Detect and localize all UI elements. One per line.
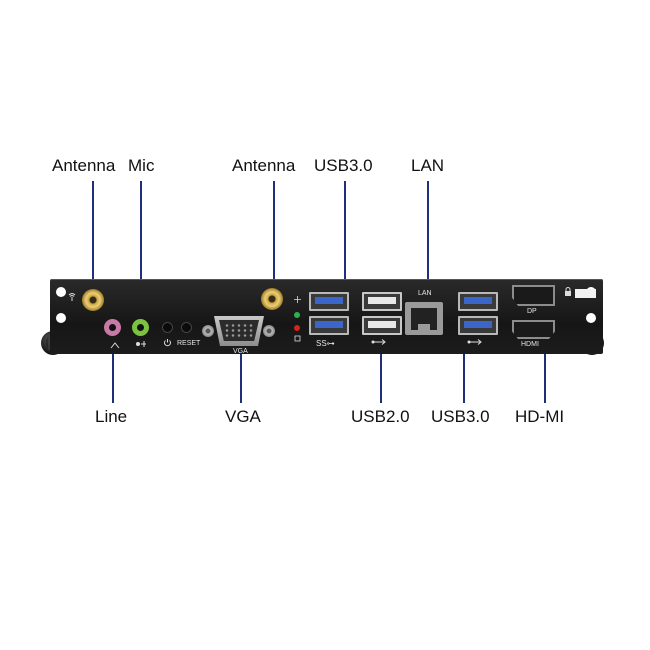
status-led-red xyxy=(294,325,300,331)
label-antenna-left: Antenna xyxy=(52,156,116,175)
usb20-port-bottom xyxy=(362,316,402,335)
power-icon xyxy=(163,338,172,349)
callout-line-hdmi xyxy=(544,337,546,403)
ss-usb-label: SS⊶ xyxy=(316,339,335,348)
dp-label: DP xyxy=(527,308,537,315)
hdd-led-icon xyxy=(294,296,301,305)
label-hdmi: HD-MI xyxy=(515,407,565,426)
vga-port-label: VGA xyxy=(233,348,248,355)
usb-icon xyxy=(371,338,387,348)
reset-button[interactable] xyxy=(181,322,192,333)
kensington-slot xyxy=(575,289,596,298)
callout-line-usb20 xyxy=(380,336,382,403)
mic-icon xyxy=(135,340,147,350)
antenna-connector-left xyxy=(82,289,104,311)
usb20-port-top xyxy=(362,292,402,311)
callout-line-mic xyxy=(140,181,142,321)
vga-screw-right xyxy=(263,325,275,337)
vga-screw-left xyxy=(202,325,214,337)
usb30-port-left-top xyxy=(309,292,349,311)
usb-icon-right xyxy=(467,338,483,348)
headphone-icon xyxy=(110,341,120,351)
vga-port xyxy=(200,316,275,346)
hdmi-port-label: HDMI xyxy=(521,341,539,348)
usb30-port-right-bottom xyxy=(458,316,498,335)
io-panel: RESET VGA SS⊶ LAN DP HDMI xyxy=(50,279,603,355)
hdmi-port xyxy=(512,320,555,339)
storage-icon xyxy=(294,335,301,344)
displayport-port xyxy=(512,285,555,306)
label-lan: LAN xyxy=(411,156,445,175)
callout-line-lan xyxy=(427,181,429,301)
callout-line-line xyxy=(112,335,114,403)
callout-line-antenna-left xyxy=(92,181,94,285)
callout-line-usb30-bottom xyxy=(463,336,465,403)
mount-hole-left-top xyxy=(56,287,66,297)
label-line: Line xyxy=(95,407,128,426)
wifi-icon xyxy=(67,292,77,304)
label-usb20: USB2.0 xyxy=(351,407,410,426)
mic-jack xyxy=(132,319,149,336)
power-button[interactable] xyxy=(162,322,173,333)
callout-line-vga xyxy=(240,346,242,403)
label-usb30-top: USB3.0 xyxy=(314,156,373,175)
line-jack xyxy=(104,319,121,336)
lan-port-label: LAN xyxy=(418,290,432,297)
label-antenna-right: Antenna xyxy=(232,156,296,175)
reset-label: RESET xyxy=(177,340,201,347)
status-led-green xyxy=(294,312,300,318)
label-mic: Mic xyxy=(128,156,155,175)
label-vga: VGA xyxy=(225,407,261,426)
usb30-port-left-bottom xyxy=(309,316,349,335)
usb30-port-right-top xyxy=(458,292,498,311)
lock-icon xyxy=(564,287,572,299)
mount-hole-left-bottom xyxy=(56,313,66,323)
callout-line-usb30-top xyxy=(344,181,346,294)
label-usb30-bottom: USB3.0 xyxy=(431,407,490,426)
callout-line-antenna-right xyxy=(273,181,275,286)
lan-port xyxy=(405,302,443,335)
antenna-connector-right xyxy=(261,288,283,310)
mount-hole-right-bottom xyxy=(586,313,596,323)
